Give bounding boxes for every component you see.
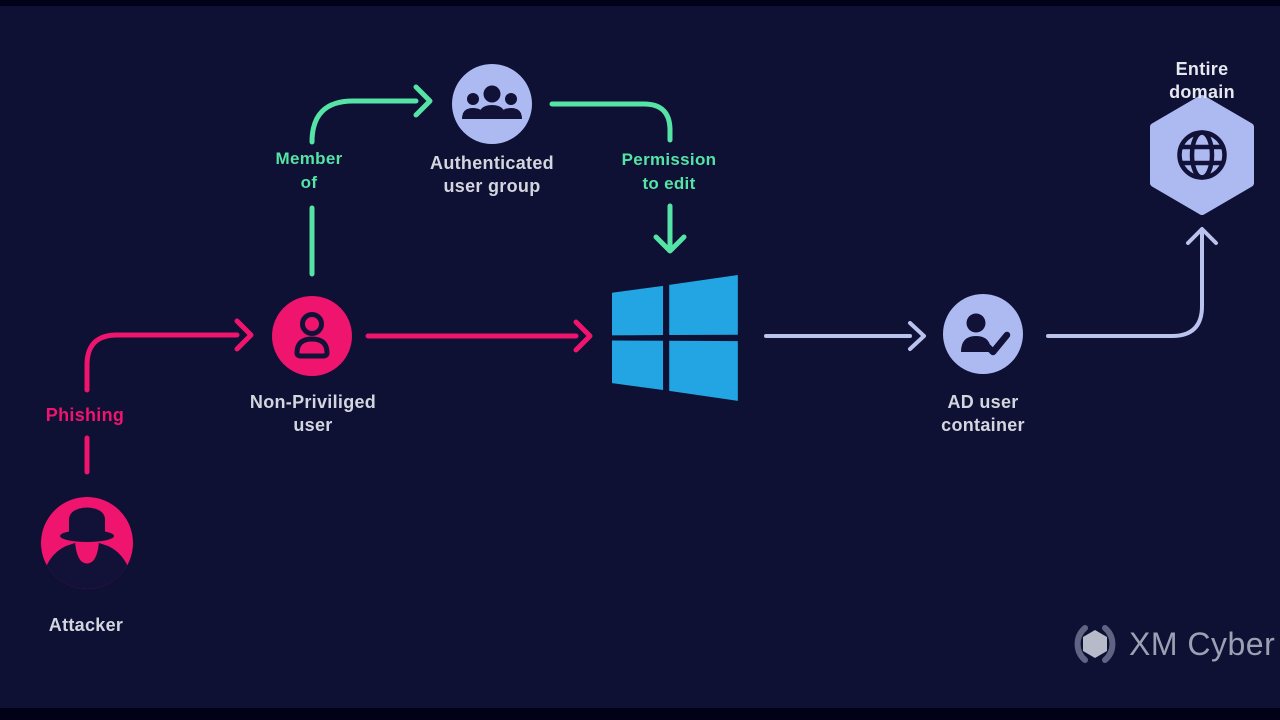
arrowhead-down-icon [653,234,687,254]
edge-phishing-arrow [84,318,254,475]
node-attacker [41,497,133,589]
edge-label-phishing: Phishing [45,405,125,425]
xm-cyber-logo-text: XM Cyber [1129,625,1276,662]
edge-windows-to-ad-arrow [764,321,926,351]
node-label-non-privileged-user: Non-Priviliged user [249,392,377,435]
xm-cyber-branding: XM Cyber [1072,622,1275,666]
arrowhead-right-icon [234,318,254,352]
node-entire-domain [1150,95,1254,215]
edge-member-of-arrow [309,84,433,277]
users-group-icon [462,85,522,119]
edge-user-to-windows-arrow [365,319,593,353]
letterbox-top-bar [0,0,1280,6]
xm-cyber-logo-icon [1074,625,1116,663]
edge-permission-to-edit-arrow [549,101,687,254]
node-ad-user-container [943,294,1023,374]
arrowhead-right-icon [908,321,926,351]
windows-logo-icon [612,275,738,401]
node-label-authenticated-user-group: Authenticated user group [430,153,554,196]
arrowhead-right-icon [413,84,433,118]
node-authenticated-user-group [452,64,532,144]
globe-icon [1177,130,1227,180]
user-check-icon [961,313,1011,356]
letterbox-bottom-bar [0,708,1280,720]
edge-label-permission-to-edit: Permission to edit [621,150,717,193]
spy-icon [41,507,133,589]
node-label-entire-domain: Entire domain [1169,59,1235,102]
arrowhead-up-icon [1186,227,1218,245]
arrowhead-right-icon [573,319,593,353]
node-non-privileged-user [272,296,352,376]
node-label-attacker: Attacker [48,615,124,635]
user-icon [294,312,330,359]
edge-ad-to-domain-arrow [1046,227,1218,338]
edge-label-member-of: Member of [275,149,343,192]
node-label-ad-user-container: AD user container [941,392,1025,435]
